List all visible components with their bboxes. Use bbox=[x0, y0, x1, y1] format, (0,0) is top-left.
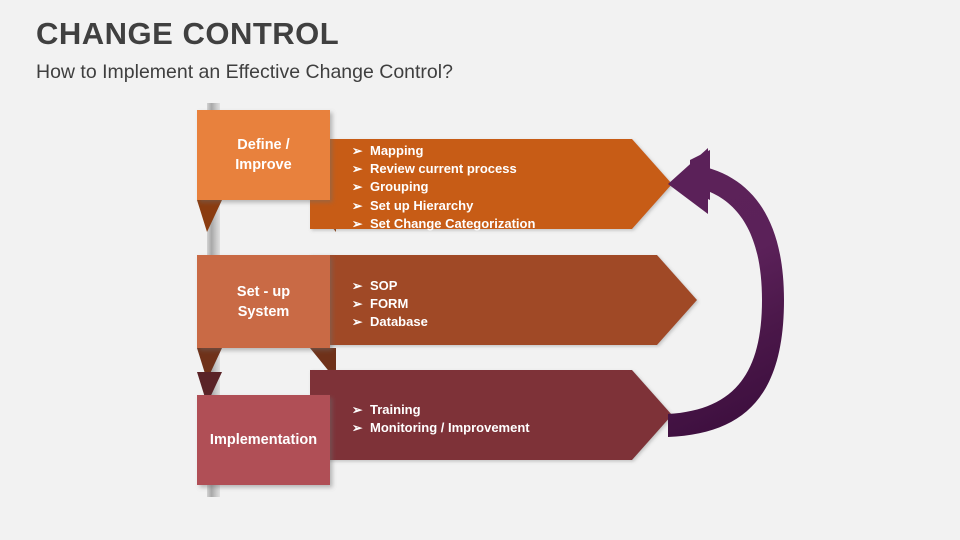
stage-shape-define-improve bbox=[197, 110, 672, 232]
chevron-bullet-icon: ➢ bbox=[352, 421, 363, 436]
stage-bullets-set-up-system: ➢ SOP ➢ FORM ➢ Database bbox=[352, 277, 652, 332]
list-item: ➢ Database bbox=[352, 313, 652, 331]
loop-band bbox=[668, 164, 784, 437]
chevron-bullet-icon: ➢ bbox=[352, 279, 363, 293]
stage-shape-implementation bbox=[197, 370, 672, 485]
list-item: ➢ Grouping bbox=[352, 178, 652, 196]
chevron-bullet-icon: ➢ bbox=[352, 216, 363, 231]
slide-header: CHANGE CONTROL How to Implement an Effec… bbox=[36, 14, 916, 86]
list-item-label: Database bbox=[370, 314, 428, 330]
page-title: CHANGE CONTROL bbox=[36, 16, 340, 51]
list-item: ➢ Set up Hierarchy bbox=[352, 197, 652, 215]
loop-arrowhead-join bbox=[690, 150, 710, 200]
stage-bullets-implementation: ➢ Training ➢ Monitoring / Improvement bbox=[352, 401, 672, 437]
list-item: ➢ Training bbox=[352, 401, 672, 419]
stage-bullets-define-improve: ➢ Mapping ➢ Review current process ➢ Gro… bbox=[352, 142, 652, 233]
stage-box-1[interactable] bbox=[197, 110, 330, 200]
list-item: ➢ Mapping bbox=[352, 142, 652, 160]
return-loop-arrow[interactable] bbox=[668, 148, 784, 437]
stage-arrow-1[interactable] bbox=[310, 139, 672, 229]
fold-left-1 bbox=[197, 200, 222, 232]
list-item: ➢ Review current process bbox=[352, 160, 652, 178]
list-item-label: Mapping bbox=[370, 143, 424, 158]
chevron-bullet-icon: ➢ bbox=[352, 144, 363, 158]
list-item-label: Set Change Categorization bbox=[370, 215, 536, 231]
chevron-bullet-icon: ➢ bbox=[352, 315, 363, 330]
list-item-label: SOP bbox=[370, 278, 398, 293]
fold-left-3 bbox=[197, 372, 222, 404]
list-item-label: Training bbox=[370, 402, 421, 417]
list-item-label: Monitoring / Improvement bbox=[370, 420, 530, 436]
chevron-bullet-icon: ➢ bbox=[352, 403, 363, 417]
stage-arrow-3[interactable] bbox=[310, 370, 672, 460]
stage-arrow-2[interactable] bbox=[310, 255, 697, 345]
chevron-bullet-icon: ➢ bbox=[352, 162, 363, 177]
list-item: ➢ SOP bbox=[352, 277, 652, 295]
stage-box-2[interactable] bbox=[197, 255, 330, 348]
chevron-bullet-icon: ➢ bbox=[352, 297, 363, 312]
list-item-label: FORM bbox=[370, 296, 409, 312]
stage-shape-set-up-system bbox=[197, 255, 697, 380]
page-subtitle: How to Implement an Effective Change Con… bbox=[36, 61, 453, 83]
list-item-label: Review current process bbox=[370, 161, 517, 177]
list-item: ➢ Monitoring / Improvement bbox=[352, 419, 672, 437]
list-item: ➢ FORM bbox=[352, 295, 652, 313]
chevron-bullet-icon: ➢ bbox=[352, 180, 363, 195]
stage-box-3[interactable] bbox=[197, 395, 330, 485]
list-item-label: Grouping bbox=[370, 179, 429, 195]
fold-left-2 bbox=[197, 348, 222, 380]
list-item: ➢ Set Change Categorization bbox=[352, 215, 652, 233]
list-item-label: Set up Hierarchy bbox=[370, 197, 474, 213]
chevron-bullet-icon: ➢ bbox=[352, 198, 363, 213]
